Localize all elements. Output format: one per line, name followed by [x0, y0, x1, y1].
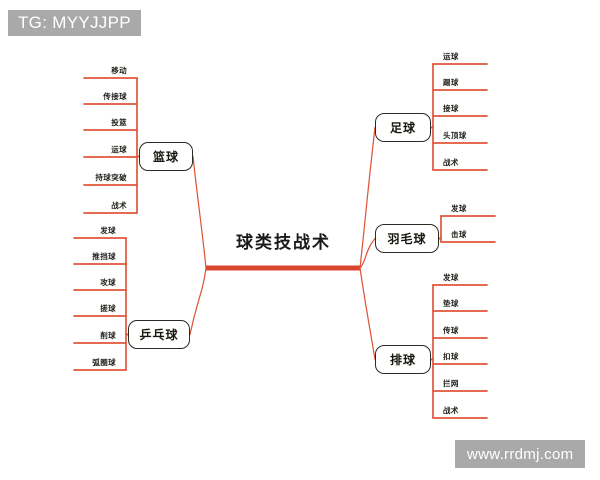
leaf-label: 传球 [443, 326, 459, 335]
leaf-label: 削球 [100, 331, 116, 340]
leaf-label: 战术 [443, 406, 459, 415]
leaf-label: 发球 [100, 226, 116, 235]
leaf-label: 战术 [111, 201, 127, 210]
branch-node-label: 篮球 [152, 150, 179, 164]
branch-node-football[interactable]: 足球 [375, 113, 431, 142]
leaf-label: 弧圈球 [92, 358, 116, 367]
leaf-label: 持球突破 [95, 173, 127, 182]
leaf-label: 击球 [451, 230, 467, 239]
leaf-label: 推挡球 [92, 252, 116, 261]
leaf-label: 发球 [443, 273, 459, 282]
branch-node-label: 乒乓球 [139, 328, 179, 342]
leaf-label: 发球 [451, 204, 467, 213]
leaf-label: 拦网 [443, 379, 459, 388]
leaf-label: 移动 [111, 66, 127, 75]
leaf-label: 垫球 [443, 299, 459, 308]
leaf-label: 扣球 [443, 352, 459, 361]
leaf-label: 传接球 [103, 92, 127, 101]
watermark-bottom-right: www.rrdmj.com [455, 440, 586, 468]
leaf-label: 运球 [111, 145, 127, 154]
leaf-label: 踢球 [443, 78, 459, 87]
branch-node-badminton[interactable]: 羽毛球 [375, 224, 439, 253]
branch-node-label: 羽毛球 [387, 232, 427, 246]
leaf-label: 攻球 [100, 278, 116, 287]
branch-node-volleyball[interactable]: 排球 [375, 345, 431, 374]
branch-node-label: 足球 [389, 121, 416, 135]
leaf-label: 头顶球 [443, 131, 467, 140]
leaf-label: 接球 [443, 104, 459, 113]
leaf-label: 运球 [443, 52, 459, 61]
branch-node-table-tennis[interactable]: 乒乓球 [128, 320, 190, 349]
leaf-label: 战术 [443, 158, 459, 167]
leaf-label: 投篮 [111, 118, 127, 127]
watermark-top-left: TG: MYYJJPP [8, 10, 141, 36]
branch-node-label: 排球 [389, 353, 416, 367]
branch-node-basketball[interactable]: 篮球 [139, 142, 193, 171]
root-node-label: 球类技战术 [236, 233, 331, 253]
leaf-label: 搓球 [100, 304, 116, 313]
